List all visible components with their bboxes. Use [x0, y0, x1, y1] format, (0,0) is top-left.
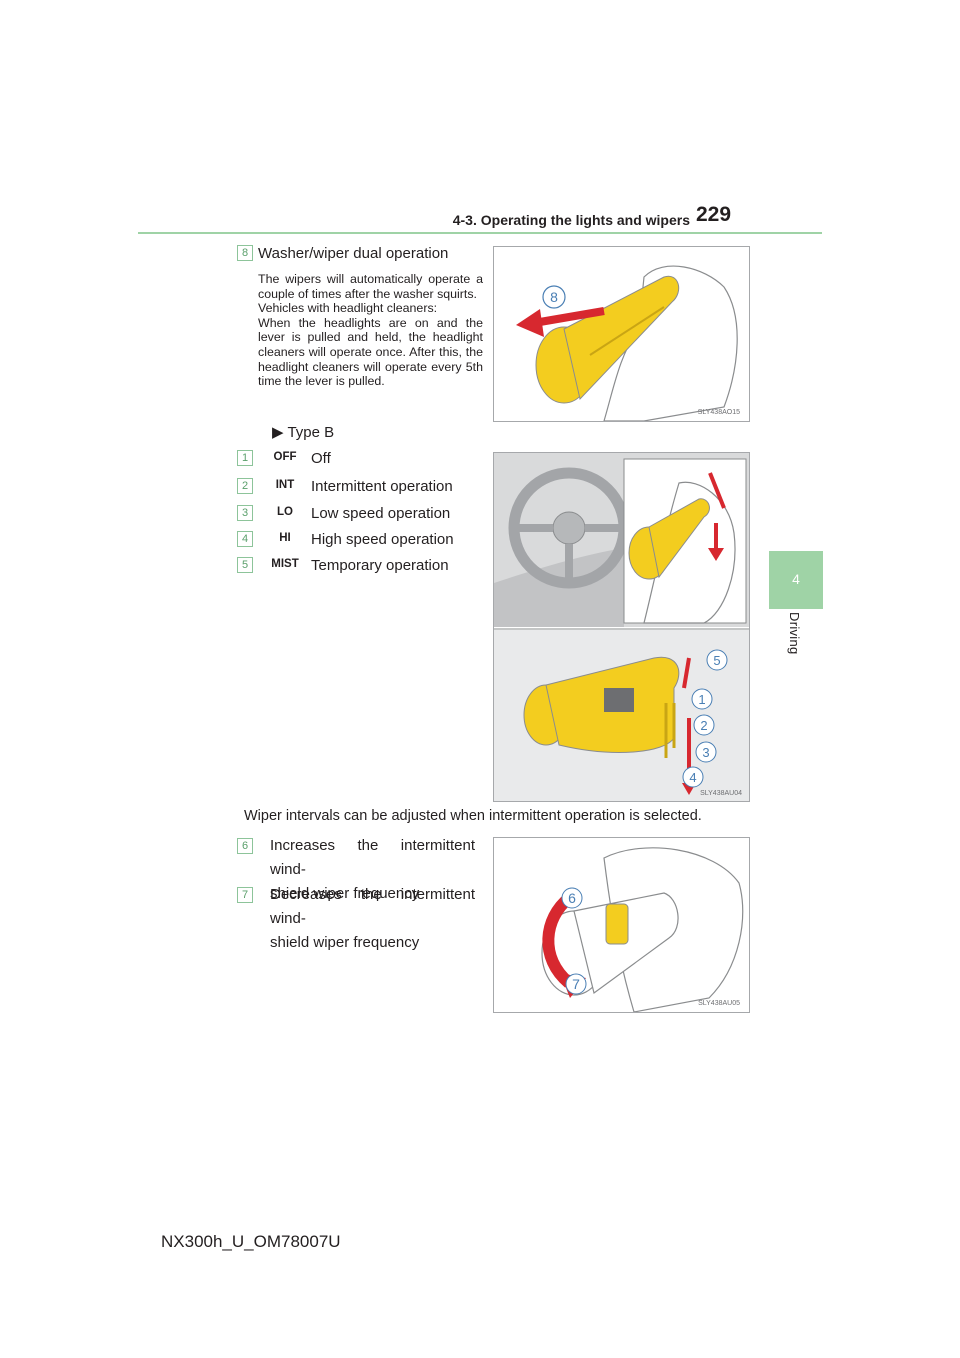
- interval-increase-line1: Increases the intermittent wind-: [270, 837, 475, 878]
- mode-badge-1: 1: [237, 450, 253, 466]
- figure-callout-text: 8: [550, 289, 558, 305]
- mode-label-hi: High speed operation: [311, 531, 454, 548]
- callout-4: 4: [689, 770, 696, 785]
- mode-code-lo: LO: [277, 506, 293, 518]
- item-badge-7: 7: [237, 887, 253, 903]
- figure-washer-lever: 8 SLY438AO15: [493, 246, 750, 422]
- type-b-label: ▶ Type B: [272, 423, 334, 441]
- interval-decrease: Decreases the intermittent wind- shield …: [270, 883, 475, 955]
- type-b-illustration: 5 1 2 3 4 SLY438AU04: [494, 453, 749, 801]
- figure-code: SLY438AU04: [700, 790, 742, 797]
- interval-increase: Increases the intermittent wind- shield …: [270, 834, 475, 906]
- chapter-tab: [769, 551, 823, 609]
- steering-wheel-spokes: [514, 524, 624, 583]
- mode-badge-3: 3: [237, 505, 253, 521]
- mode-label-off: Off: [311, 450, 331, 467]
- mode-code-int: INT: [275, 479, 295, 491]
- pull-arrow-shaft: [533, 307, 605, 327]
- chapter-number: 4: [792, 571, 800, 587]
- mode-label-lo: Low speed operation: [311, 505, 451, 522]
- item-title-washer-wiper: Washer/wiper dual operation: [258, 245, 449, 262]
- callout-5: 5: [713, 653, 720, 668]
- callout-2: 2: [700, 718, 707, 733]
- interval-ring: [605, 903, 629, 945]
- lever-body: [563, 275, 680, 401]
- callout-6: 6: [568, 890, 576, 906]
- lever-switch: [604, 688, 634, 712]
- mode-badge-4: 4: [237, 531, 253, 547]
- figure-code: SLY438AO15: [698, 409, 740, 416]
- triangle-icon: ▶: [272, 424, 284, 441]
- interval-decrease-line2: shield wiper frequency: [270, 934, 420, 951]
- callout-3: 3: [702, 745, 709, 760]
- callout-7: 7: [572, 976, 580, 992]
- steering-wheel-hub: [552, 511, 586, 545]
- cleaners-text: When the headlights are on and the lever…: [258, 315, 483, 389]
- description-line: The wipers will automatically operate a …: [258, 272, 483, 301]
- mode-label-int: Intermittent operation: [311, 478, 453, 495]
- mist-arrow: [708, 472, 726, 509]
- header-rule: [138, 232, 822, 234]
- cleaners-heading: Vehicles with headlight cleaners:: [258, 301, 438, 316]
- lever-body: [648, 498, 710, 579]
- lever-positions: [664, 703, 676, 758]
- washer-lever-illustration: 8 SLY438AO15: [516, 265, 740, 421]
- hand-outline: [603, 265, 738, 421]
- mode-code-off: OFF: [273, 451, 297, 463]
- mode-badge-2: 2: [237, 478, 253, 494]
- callout-1: 1: [698, 692, 705, 707]
- item-badge-6: 6: [237, 838, 253, 854]
- figure-callout: [542, 285, 566, 309]
- mode-badge-5: 5: [237, 557, 253, 573]
- interval-decrease-line1: Decreases the intermittent wind-: [270, 886, 475, 927]
- chapter-label: Driving: [787, 612, 802, 655]
- type-b-text: Type B: [287, 424, 335, 441]
- figure-type-b-lever: 5 1 2 3 4 SLY438AU04: [493, 452, 750, 802]
- lever-detail: [589, 306, 665, 356]
- chapter-label-container: Driving: [787, 612, 805, 672]
- model-code: NX300h_U_OM78007U: [161, 1232, 341, 1251]
- interval-ring-illustration: 6 7 SLY438AU05: [541, 847, 744, 1012]
- mode-code-mist: MIST: [271, 558, 299, 570]
- interval-increase-line2: shield wiper frequency: [270, 885, 420, 902]
- pull-arrow-head: [516, 309, 544, 337]
- figure-interval-ring: 6 7 SLY438AU05: [493, 837, 750, 1013]
- mode-label-mist: Temporary operation: [311, 557, 449, 574]
- page-number: 229: [696, 203, 732, 226]
- section-title: 4-3. Operating the lights and wipers: [452, 212, 690, 228]
- mist-arrow-closeup: [682, 657, 691, 689]
- figure-code: SLY438AU05: [698, 1000, 740, 1007]
- interval-note: Wiper intervals can be adjusted when int…: [244, 808, 702, 824]
- down-arrow-head: [708, 548, 724, 561]
- item-badge-8: 8: [237, 245, 253, 261]
- item-description: The wipers will automatically operate a …: [258, 272, 483, 389]
- mode-code-hi: HI: [279, 532, 291, 544]
